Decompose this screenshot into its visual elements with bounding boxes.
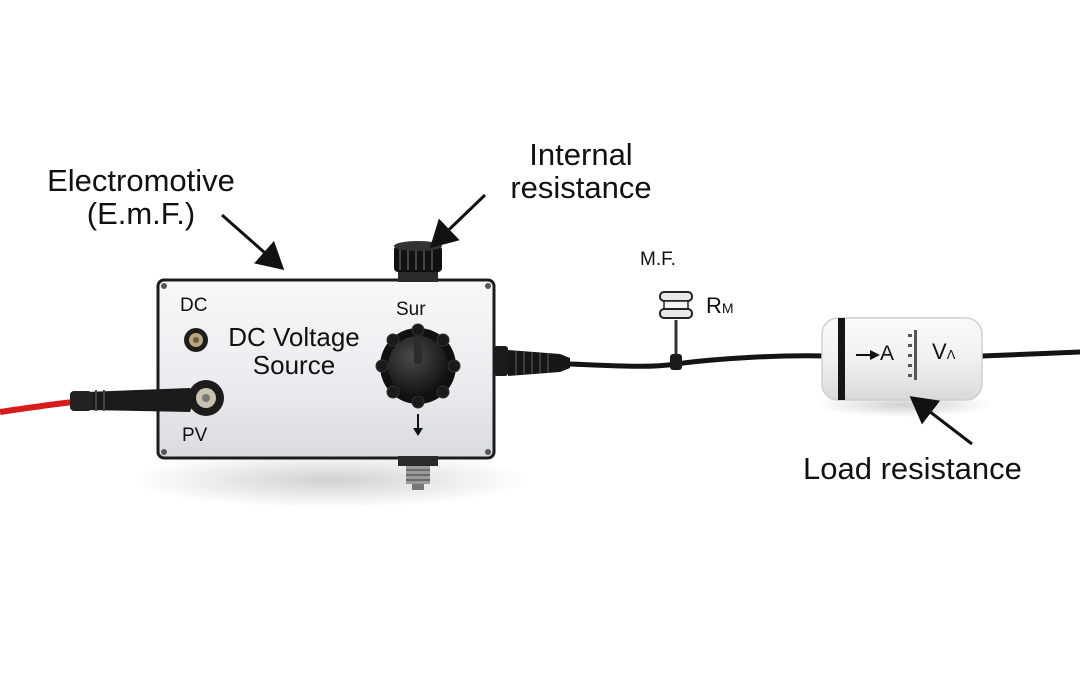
source-label-line1: DC Voltage — [228, 322, 360, 352]
voltmeter-label-letter: V — [932, 339, 947, 364]
source-label-line2: Source — [252, 350, 336, 381]
rm-label-letter: R — [706, 293, 722, 318]
down-arrow-icon — [413, 414, 423, 436]
sur-label: Sur — [396, 299, 426, 320]
screw-icon — [485, 283, 491, 289]
internal-resistance-label: Internal resistance — [496, 138, 666, 205]
emf-label-line1: Electromotive — [47, 163, 235, 198]
load-pointer-arrow-icon — [909, 396, 973, 446]
internal-resistance-label-line1: Internal — [529, 137, 633, 172]
dc-terminal-icon — [184, 328, 208, 352]
resistor-rm-icon — [659, 291, 693, 370]
screw-icon — [161, 283, 167, 289]
rm-label-sub: M — [721, 300, 734, 316]
ammeter-label: A — [880, 342, 895, 365]
load-resistance-label: Load resistance — [803, 451, 1022, 486]
load-resistor-cylinder — [821, 317, 983, 401]
mf-label: M.F. — [640, 249, 676, 270]
emf-label: Electromotive (E.m.F.) — [28, 164, 254, 231]
current-arrow-icon — [870, 350, 880, 360]
internal-resistance-knob-icon — [394, 241, 442, 282]
internal-resistance-label-line2: resistance — [510, 170, 652, 206]
bottom-connector-icon — [398, 456, 438, 490]
voltmeter-label: VΛ — [932, 340, 955, 364]
internal-resistance-pointer-arrow-icon — [429, 193, 487, 249]
output-cable — [494, 346, 1080, 376]
emf-label-line2: (E.m.F.) — [86, 196, 196, 232]
source-label: DC Voltage Source — [214, 323, 374, 379]
pv-terminal-label: PV — [182, 425, 208, 446]
black-plug-icon — [70, 388, 196, 412]
dc-voltage-source-box — [156, 278, 496, 460]
rm-label: RM — [706, 294, 734, 318]
pv-terminal-icon — [188, 380, 224, 416]
emf-pointer-arrow-icon — [221, 213, 285, 270]
box-shadow — [130, 452, 530, 508]
voltage-knob-icon — [375, 323, 461, 409]
dc-terminal-label: DC — [180, 295, 208, 316]
voltmeter-label-sub: Λ — [946, 347, 956, 362]
screw-icon — [161, 449, 167, 455]
screw-icon — [485, 449, 491, 455]
